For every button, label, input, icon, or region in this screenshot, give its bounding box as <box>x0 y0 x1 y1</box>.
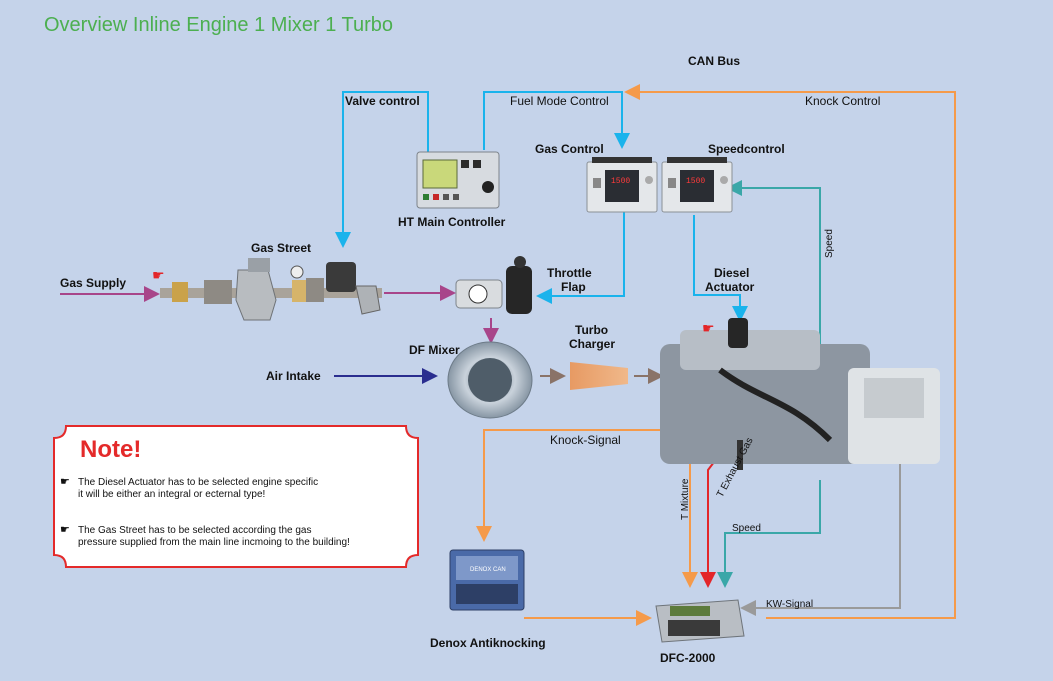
air-intake-label: Air Intake <box>266 369 321 383</box>
denox-module: DENOX CAN <box>449 549 525 611</box>
actuator-pointer-icon: ☛ <box>702 320 715 336</box>
valve-control-line <box>335 91 429 248</box>
knock-control-label: Knock Control <box>805 94 880 108</box>
ht-main-controller <box>416 151 500 209</box>
note-line-1a: The Diesel Actuator has to be selected e… <box>78 477 319 488</box>
kw-signal-label: KW-Signal <box>766 599 813 610</box>
speedcontrol-label: Speedcontrol <box>708 142 785 156</box>
knock-signal-label: Knock-Signal <box>550 433 621 447</box>
t-mixture-label: T Mixture <box>680 478 691 520</box>
fuel-mode-control-label: Fuel Mode Control <box>510 94 609 108</box>
valve-control-label: Valve control <box>345 94 420 108</box>
diesel-label: Diesel <box>714 266 749 280</box>
gas-supply-label: Gas Supply <box>60 276 126 290</box>
engine-generator <box>660 318 940 470</box>
note-item-1: ☛ The Diesel Actuator has to be selected … <box>60 476 318 501</box>
dfc-label: DFC-2000 <box>660 651 716 665</box>
pointing-hand-icon: ☛ <box>60 524 70 536</box>
gas-control-panel: 1500 <box>586 157 658 213</box>
speed-to-dfc-line <box>717 480 821 588</box>
note-item-2: ☛ The Gas Street has to be selected accor… <box>60 524 350 549</box>
df-mixer <box>447 341 533 419</box>
page-title: Overview Inline Engine 1 Mixer 1 Turbo <box>44 14 394 36</box>
speed-feedback-line <box>726 180 821 345</box>
denox-brand-label: DENOX CAN <box>470 567 506 573</box>
turbo-label: Turbo <box>575 323 608 337</box>
kw-signal-line <box>740 430 901 616</box>
charger-label: Charger <box>569 337 615 351</box>
gas-street-pointer-icon: ☛ <box>152 267 165 283</box>
df-mixer-label: DF Mixer <box>409 343 460 357</box>
gas-street-label: Gas Street <box>251 241 311 255</box>
denox-label: Denox Antiknocking <box>430 636 546 650</box>
dfc-2000-unit <box>655 599 745 643</box>
pointing-hand-icon: ☛ <box>60 476 70 488</box>
throttle-label: Throttle <box>547 266 592 280</box>
gas-street <box>160 258 382 321</box>
speedcontrol-to-actuator-line <box>693 215 748 322</box>
speed-label: Speed <box>732 523 761 534</box>
knock-signal-line <box>476 429 700 542</box>
note-line-2a: The Gas Street has to be selected accord… <box>78 525 312 536</box>
note-box: Note! ☛ The Diesel Actuator has to be sel… <box>52 424 420 569</box>
note-title: Note! <box>80 436 142 463</box>
gas-control-display: 1500 <box>611 177 630 186</box>
note-line-2b: pressure supplied from the main line inc… <box>78 537 350 548</box>
note-frame <box>53 425 419 568</box>
flap-label: Flap <box>561 280 586 294</box>
turbo-charger <box>570 362 628 390</box>
gas-control-to-throttle-line <box>536 212 625 304</box>
speedcontrol-panel: 1500 <box>661 157 733 213</box>
can-bus-label: CAN Bus <box>688 54 740 68</box>
gas-control-label: Gas Control <box>535 142 604 156</box>
ht-main-controller-label: HT Main Controller <box>398 215 506 229</box>
fuel-mode-control-line <box>483 91 630 150</box>
throttle-flap <box>455 256 532 314</box>
actuator-label: Actuator <box>705 280 755 294</box>
speed-vertical-label: Speed <box>824 229 835 258</box>
speedcontrol-display: 1500 <box>686 177 705 186</box>
note-line-1b: it will be either an integral or ecterna… <box>78 489 266 500</box>
knock-control-line <box>624 84 956 619</box>
